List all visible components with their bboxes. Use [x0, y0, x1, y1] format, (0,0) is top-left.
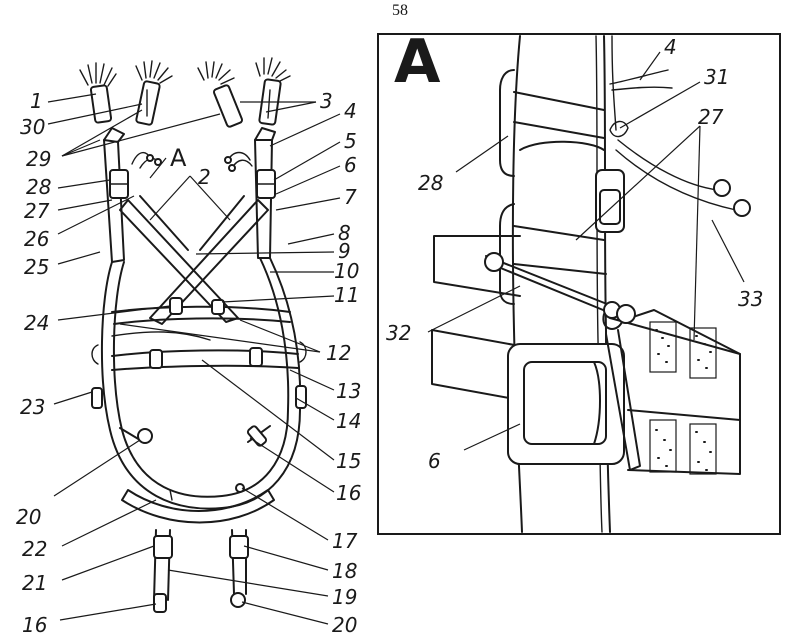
label-25: 25: [24, 255, 49, 279]
label-7: 7: [344, 185, 357, 209]
inset-label-33: 33: [738, 287, 763, 311]
free-end-connector-4: [255, 57, 291, 126]
inset-label-4: 4: [664, 35, 677, 59]
label-30: 30: [20, 115, 45, 139]
label-21: 21: [22, 571, 47, 595]
label-26: 26: [24, 227, 49, 251]
label-15: 15: [336, 449, 361, 473]
label-19: 19: [332, 585, 357, 609]
label-20-left: 20: [16, 505, 41, 529]
label-1: 1: [30, 89, 43, 113]
label-23: 23: [20, 395, 45, 419]
label-20-right: 20: [332, 613, 357, 637]
inset-label-28: 28: [418, 171, 443, 195]
page-number: 58: [392, 2, 408, 19]
inset-label-6: 6: [428, 449, 441, 473]
label-29: 29: [26, 147, 51, 171]
label-12: 12: [326, 341, 351, 365]
label-24: 24: [24, 311, 49, 335]
inset-label-27: 27: [698, 105, 724, 129]
callouts-right: [119, 101, 341, 625]
detail-inset-a: А: [377, 27, 781, 535]
label-3: 3: [320, 89, 333, 113]
label-16: 16: [336, 481, 361, 505]
label-10: 10: [334, 259, 359, 283]
inset-label-32: 32: [386, 321, 411, 345]
label-17: 17: [332, 529, 358, 553]
label-28: 28: [26, 175, 51, 199]
label-9: 9: [338, 239, 351, 263]
label-14: 14: [336, 409, 361, 433]
label-13: 13: [336, 379, 361, 403]
free-end-connector-3: [197, 61, 244, 128]
label-18: 18: [332, 559, 357, 583]
label-16-left: 16: [22, 613, 47, 637]
inset-title: А: [394, 27, 441, 97]
free-end-connector-2: [135, 60, 173, 126]
label-27: 27: [24, 199, 50, 223]
label-4: 4: [344, 99, 357, 123]
marker-a: А: [170, 144, 187, 172]
inset-label-31: 31: [704, 65, 729, 89]
stipple-pads: [649, 321, 717, 475]
label-6: 6: [344, 153, 357, 177]
label-5: 5: [344, 129, 357, 153]
label-2: 2: [198, 165, 211, 189]
harness-overview: А: [16, 57, 361, 637]
callouts-left: [47, 93, 221, 621]
label-8: 8: [338, 221, 351, 245]
label-11: 11: [334, 283, 359, 307]
label-22: 22: [22, 537, 47, 561]
